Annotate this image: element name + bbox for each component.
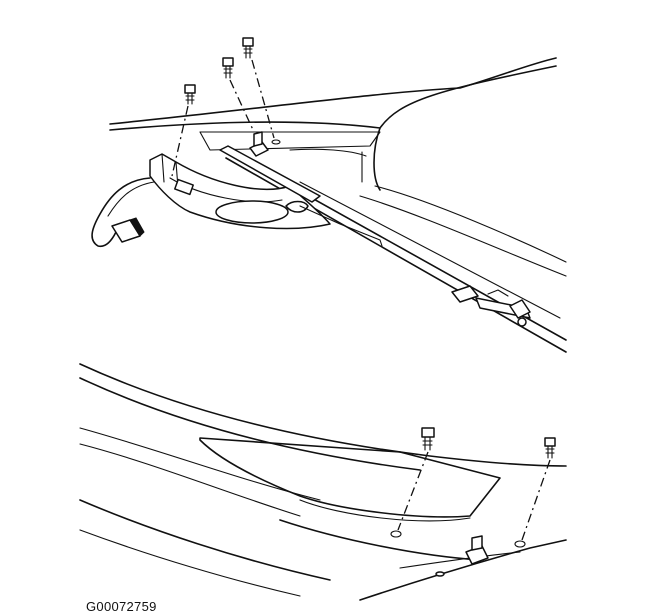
upper-bolt-right xyxy=(242,37,275,139)
figure-code-label: G00072759 xyxy=(86,599,157,614)
lower-bolt-left xyxy=(397,427,435,531)
lower-fender-view xyxy=(79,363,567,601)
upper-hood-view xyxy=(91,57,567,353)
lower-bolt-right xyxy=(521,437,556,541)
upper-bolt-left xyxy=(171,84,196,177)
upper-bolt-middle xyxy=(222,57,255,133)
latch-hardware xyxy=(451,285,531,327)
